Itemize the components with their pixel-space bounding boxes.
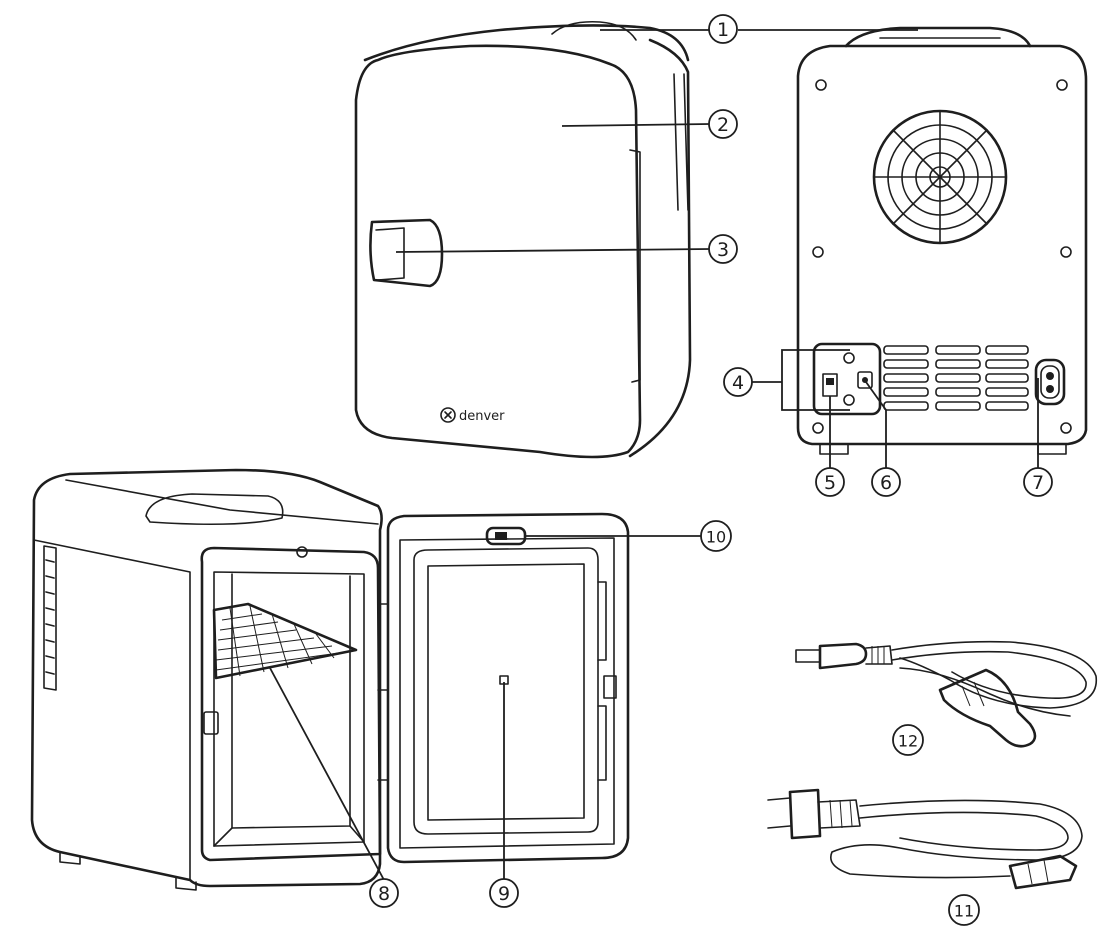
car-cable [795, 640, 1098, 748]
svg-text:5: 5 [824, 472, 836, 494]
shelf [212, 602, 358, 680]
open-side-vents [43, 545, 57, 691]
callout-8: 8 [369, 878, 399, 908]
svg-text:12: 12 [898, 732, 918, 751]
svg-text:9: 9 [498, 883, 510, 905]
callout-6: 6 [871, 467, 901, 497]
svg-text:6: 6 [880, 472, 892, 494]
callout-10: 10 [700, 520, 732, 552]
leader-lines [269, 29, 1039, 881]
logo-text: denver [459, 409, 505, 424]
callout-12: 12 [892, 724, 924, 756]
side-vents [673, 73, 689, 211]
back-vent-slots [883, 345, 1029, 411]
svg-text:2: 2 [717, 114, 729, 136]
callout-3: 3 [708, 234, 738, 264]
back-screws [812, 79, 1072, 434]
callout-11: 11 [948, 894, 980, 926]
ac-cable [767, 788, 1083, 890]
denver-logo: denver [440, 407, 505, 424]
callout-1: 1 [708, 14, 738, 44]
svg-text:7: 7 [1032, 472, 1044, 494]
callout-4: 4 [723, 367, 753, 397]
svg-text:3: 3 [717, 239, 729, 261]
svg-text:11: 11 [954, 902, 974, 921]
svg-text:1: 1 [717, 19, 729, 41]
callout-5: 5 [815, 467, 845, 497]
back-view-fridge [796, 26, 1088, 455]
front-view-fridge: denver [354, 20, 692, 459]
svg-text:8: 8 [378, 883, 390, 905]
open-door [377, 512, 630, 864]
callout-7: 7 [1023, 467, 1053, 497]
control-panel [812, 342, 882, 416]
svg-text:10: 10 [706, 528, 726, 547]
ac-socket [1034, 358, 1066, 406]
door-handle [369, 218, 444, 288]
open-view-fridge [30, 468, 630, 891]
callout-2: 2 [708, 109, 738, 139]
svg-text:4: 4 [732, 372, 744, 394]
fan-grille [872, 109, 1008, 245]
callout-9: 9 [489, 878, 519, 908]
